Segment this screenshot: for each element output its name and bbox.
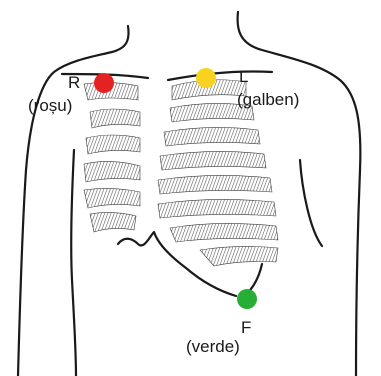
rib-left [84, 188, 140, 208]
rib-left [86, 135, 140, 154]
electrode-f: F (verde) [186, 289, 257, 356]
electrode-l-color-name: (galben) [237, 90, 299, 109]
rib-right [170, 223, 278, 242]
electrode-f-color-name: (verde) [186, 337, 240, 356]
electrode-l-dot [196, 68, 216, 88]
torso-outline [18, 12, 360, 376]
electrode-r-dot [94, 73, 114, 93]
electrode-r-color-name: (roșu) [28, 96, 72, 115]
rib-left [90, 109, 140, 128]
rib-right [158, 199, 276, 218]
rib-left [84, 161, 140, 182]
rib-right [158, 175, 272, 194]
electrode-f-dot [237, 289, 257, 309]
electrode-r-letter: R [68, 73, 80, 92]
electrode-f-letter: F [241, 318, 251, 337]
rib-left [90, 212, 136, 232]
rib-right [200, 246, 278, 266]
electrode-l-letter: L [239, 67, 248, 86]
rib-right [160, 151, 266, 170]
rib-right [164, 127, 260, 146]
